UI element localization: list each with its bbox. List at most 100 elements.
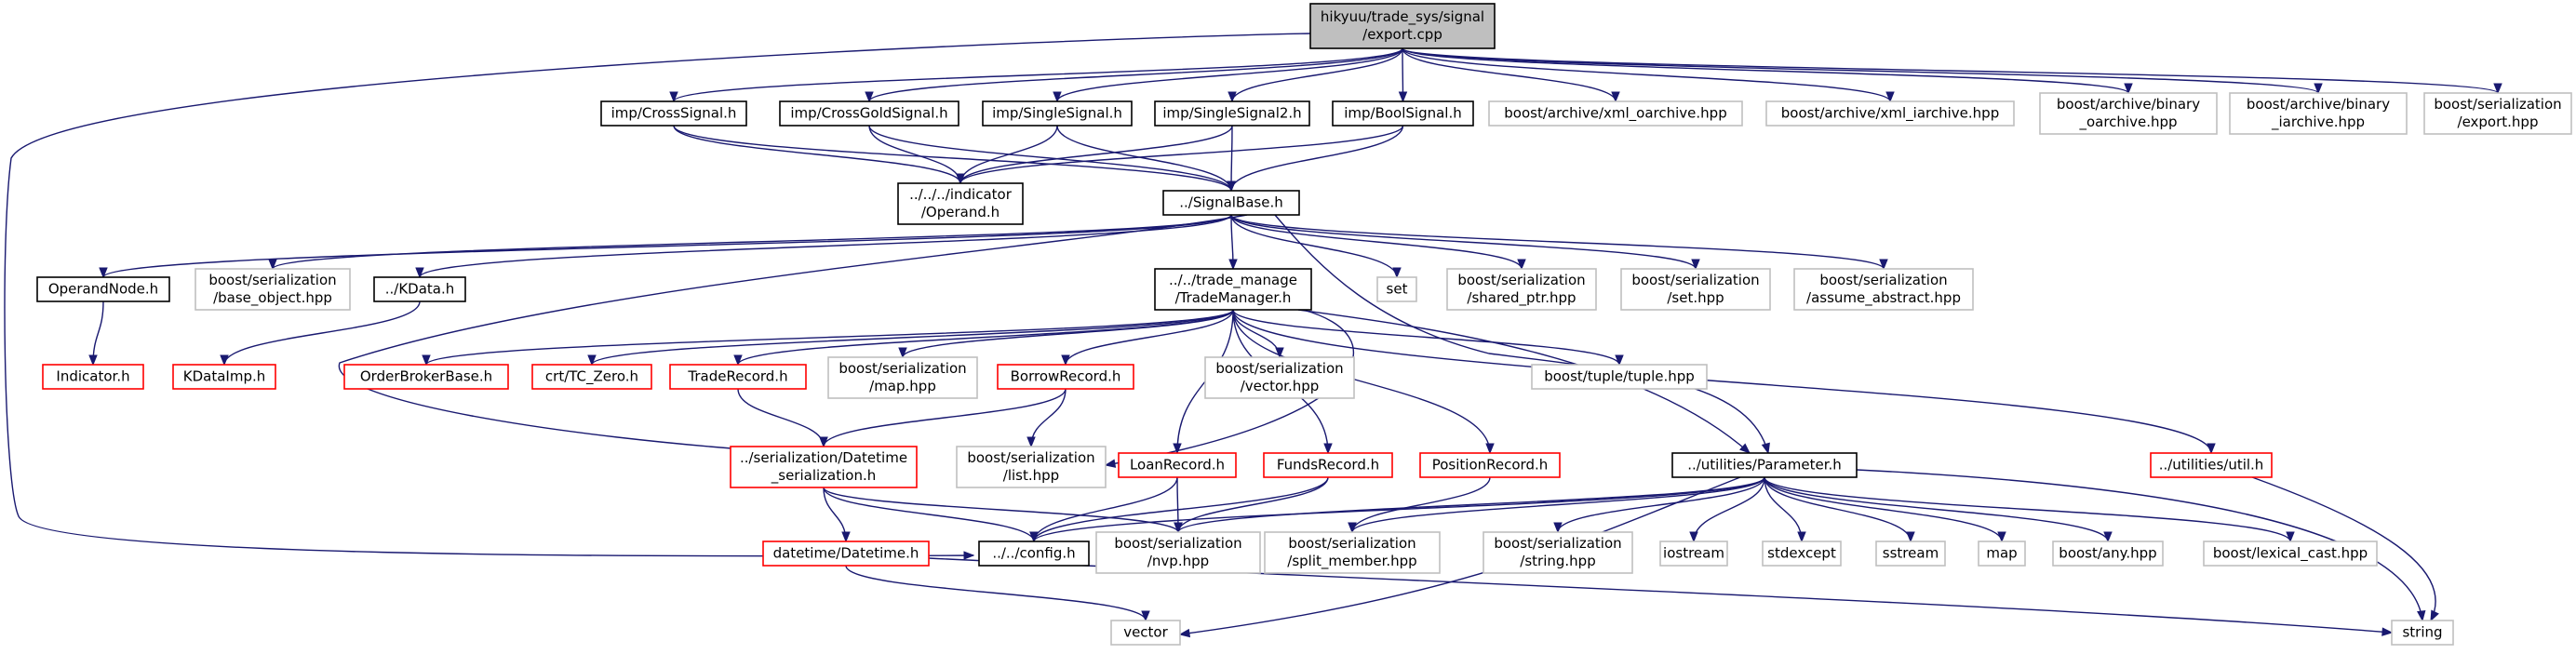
node-nvp[interactable]: boost/serialization/nvp.hpp (1095, 531, 1261, 574)
edge-export-to-cross (669, 47, 1403, 103)
node-tczero[interactable]: crt/TC_Zero.h (531, 364, 652, 390)
edge-export-to-bool (1398, 47, 1408, 103)
edge-kdata-to-kdataimp (220, 300, 421, 367)
node-box (2203, 541, 2378, 567)
node-serstring[interactable]: boost/serialization/string.hpp (1483, 531, 1633, 574)
node-operand[interactable]: ../../../indicator/Operand.h (897, 182, 1024, 225)
node-cross[interactable]: imp/CrossSignal.h (600, 100, 747, 127)
node-label: boost/serialization (1457, 272, 1585, 288)
node-loanrecord[interactable]: LoanRecord.h (1118, 452, 1237, 478)
edge-export-to-biniar (1402, 47, 2323, 95)
node-datetimeh[interactable]: datetime/Datetime.h (762, 541, 930, 567)
edge-datetimeser-to-datetimeh (823, 487, 851, 543)
node-baseobj[interactable]: boost/serialization/base_object.hpp (195, 268, 351, 311)
node-box (600, 100, 747, 127)
node-label: ../../trade_manage (1169, 272, 1297, 289)
node-utilh[interactable]: ../utilities/util.h (2150, 452, 2273, 478)
node-label: ../utilities/Parameter.h (1687, 457, 1842, 474)
node-box (1659, 541, 1728, 567)
node-box (1488, 100, 1743, 127)
node-servector[interactable]: boost/serialization/vector.hpp (1204, 356, 1355, 399)
node-label: imp/CrossSignal.h (611, 105, 737, 122)
node-box (997, 364, 1134, 390)
node-label: boost/serialization (1631, 272, 1759, 288)
node-box (2391, 620, 2454, 646)
node-label: crt/TC_Zero.h (545, 368, 638, 386)
node-box (1263, 452, 1393, 478)
node-single2[interactable]: imp/SingleSignal2.h (1154, 100, 1310, 127)
node-box (1620, 268, 1771, 311)
node-string[interactable]: string (2391, 620, 2454, 646)
node-export[interactable]: hikyuu/trade_sys/signal/export.cpp (1309, 3, 1496, 49)
node-borrowrecord[interactable]: BorrowRecord.h (997, 364, 1134, 390)
node-label: boost/tuple/tuple.hpp (1544, 368, 1695, 385)
node-label: FundsRecord.h (1277, 457, 1379, 474)
node-assumeabs[interactable]: boost/serialization/assume_abstract.hpp (1793, 268, 1974, 311)
edge-bool-to-sigbase (1227, 125, 1404, 193)
edge-sigbase-to-set (1230, 214, 1402, 279)
node-box (1376, 276, 1417, 302)
edge-export-to-single2 (1228, 47, 1403, 103)
node-stdexcept[interactable]: stdexcept (1762, 541, 1842, 567)
node-label: /export.hpp (2458, 113, 2539, 130)
node-biniar[interactable]: boost/archive/binary_iarchive.hpp (2229, 92, 2408, 135)
node-xmloar[interactable]: boost/archive/xml_oarchive.hpp (1488, 100, 1743, 127)
node-sermap[interactable]: boost/serialization/map.hpp (827, 356, 978, 399)
edge-export-to-config (4, 33, 1311, 560)
node-label: TradeRecord.h (687, 368, 787, 385)
edge-parameter-to-nvp (1174, 476, 1765, 534)
node-serexport[interactable]: boost/serialization/export.hpp (2423, 92, 2572, 135)
node-fundsrecord[interactable]: FundsRecord.h (1263, 452, 1393, 478)
node-label: _iarchive.hpp (2271, 113, 2365, 131)
node-serset[interactable]: boost/serialization/set.hpp (1620, 268, 1771, 311)
node-trademgr[interactable]: ../../trade_manage/TradeManager.h (1154, 268, 1312, 311)
node-config[interactable]: ../../config.h (978, 541, 1090, 567)
node-label: /Operand.h (921, 204, 1000, 220)
node-lexicalcast[interactable]: boost/lexical_cast.hpp (2203, 541, 2378, 567)
node-binoar[interactable]: boost/archive/binary_oarchive.hpp (2039, 92, 2218, 135)
node-serlist[interactable]: boost/serialization/list.hpp (956, 446, 1107, 488)
node-label: datetime/Datetime.h (773, 545, 919, 562)
node-box (1765, 100, 2015, 127)
node-label: /split_member.hpp (1287, 553, 1416, 570)
node-parameter[interactable]: ../utilities/Parameter.h (1671, 452, 1858, 478)
node-label: /map.hpp (869, 378, 936, 394)
node-boostany[interactable]: boost/any.hpp (2052, 541, 2164, 567)
node-map[interactable]: map (1978, 541, 2026, 567)
node-label: boost/archive/xml_iarchive.hpp (1781, 105, 1999, 123)
node-kdataimp[interactable]: KDataImp.h (172, 364, 276, 390)
node-sharedptr[interactable]: boost/serialization/shared_ptr.hpp (1446, 268, 1597, 311)
node-kdata[interactable]: ../KData.h (373, 276, 466, 302)
node-xmliar[interactable]: boost/archive/xml_iarchive.hpp (1765, 100, 2015, 127)
node-vector[interactable]: vector (1110, 620, 1181, 646)
edge-export-to-xmliar (1402, 47, 1895, 103)
node-datetimeser[interactable]: ../serialization/Datetime_serialization.… (730, 446, 918, 488)
node-sstream[interactable]: sstream (1875, 541, 1946, 567)
node-box (779, 100, 959, 127)
node-iostream[interactable]: iostream (1659, 541, 1728, 567)
node-indicator[interactable]: Indicator.h (42, 364, 144, 390)
node-traderecord[interactable]: TradeRecord.h (669, 364, 807, 390)
node-bool[interactable]: imp/BoolSignal.h (1332, 100, 1474, 127)
node-box (1118, 452, 1237, 478)
edge-sigbase-to-serset (1230, 214, 1700, 271)
node-splitmember[interactable]: boost/serialization/split_member.hpp (1264, 531, 1441, 574)
node-crossgold[interactable]: imp/CrossGoldSignal.h (779, 100, 959, 127)
node-box (669, 364, 807, 390)
node-set[interactable]: set (1376, 276, 1417, 302)
node-label: ../serialization/Datetime (740, 449, 907, 466)
node-operandnode[interactable]: OperandNode.h (36, 276, 170, 302)
edge-sigbase-to-baseobj (268, 214, 1232, 271)
node-label: boost/archive/binary (2057, 96, 2200, 113)
node-orderbroker[interactable]: OrderBrokerBase.h (343, 364, 509, 390)
node-label: /string.hpp (1520, 553, 1595, 569)
node-positionrecord[interactable]: PositionRecord.h (1419, 452, 1561, 478)
node-sigbase[interactable]: ../SignalBase.h (1162, 190, 1300, 216)
node-tuple[interactable]: boost/tuple/tuple.hpp (1531, 364, 1708, 390)
node-label: hikyuu/trade_sys/signal (1321, 8, 1484, 26)
node-single[interactable]: imp/SingleSignal.h (982, 100, 1133, 127)
node-box (531, 364, 652, 390)
node-box (1264, 531, 1441, 574)
node-box (1875, 541, 1946, 567)
node-box (1110, 620, 1181, 646)
